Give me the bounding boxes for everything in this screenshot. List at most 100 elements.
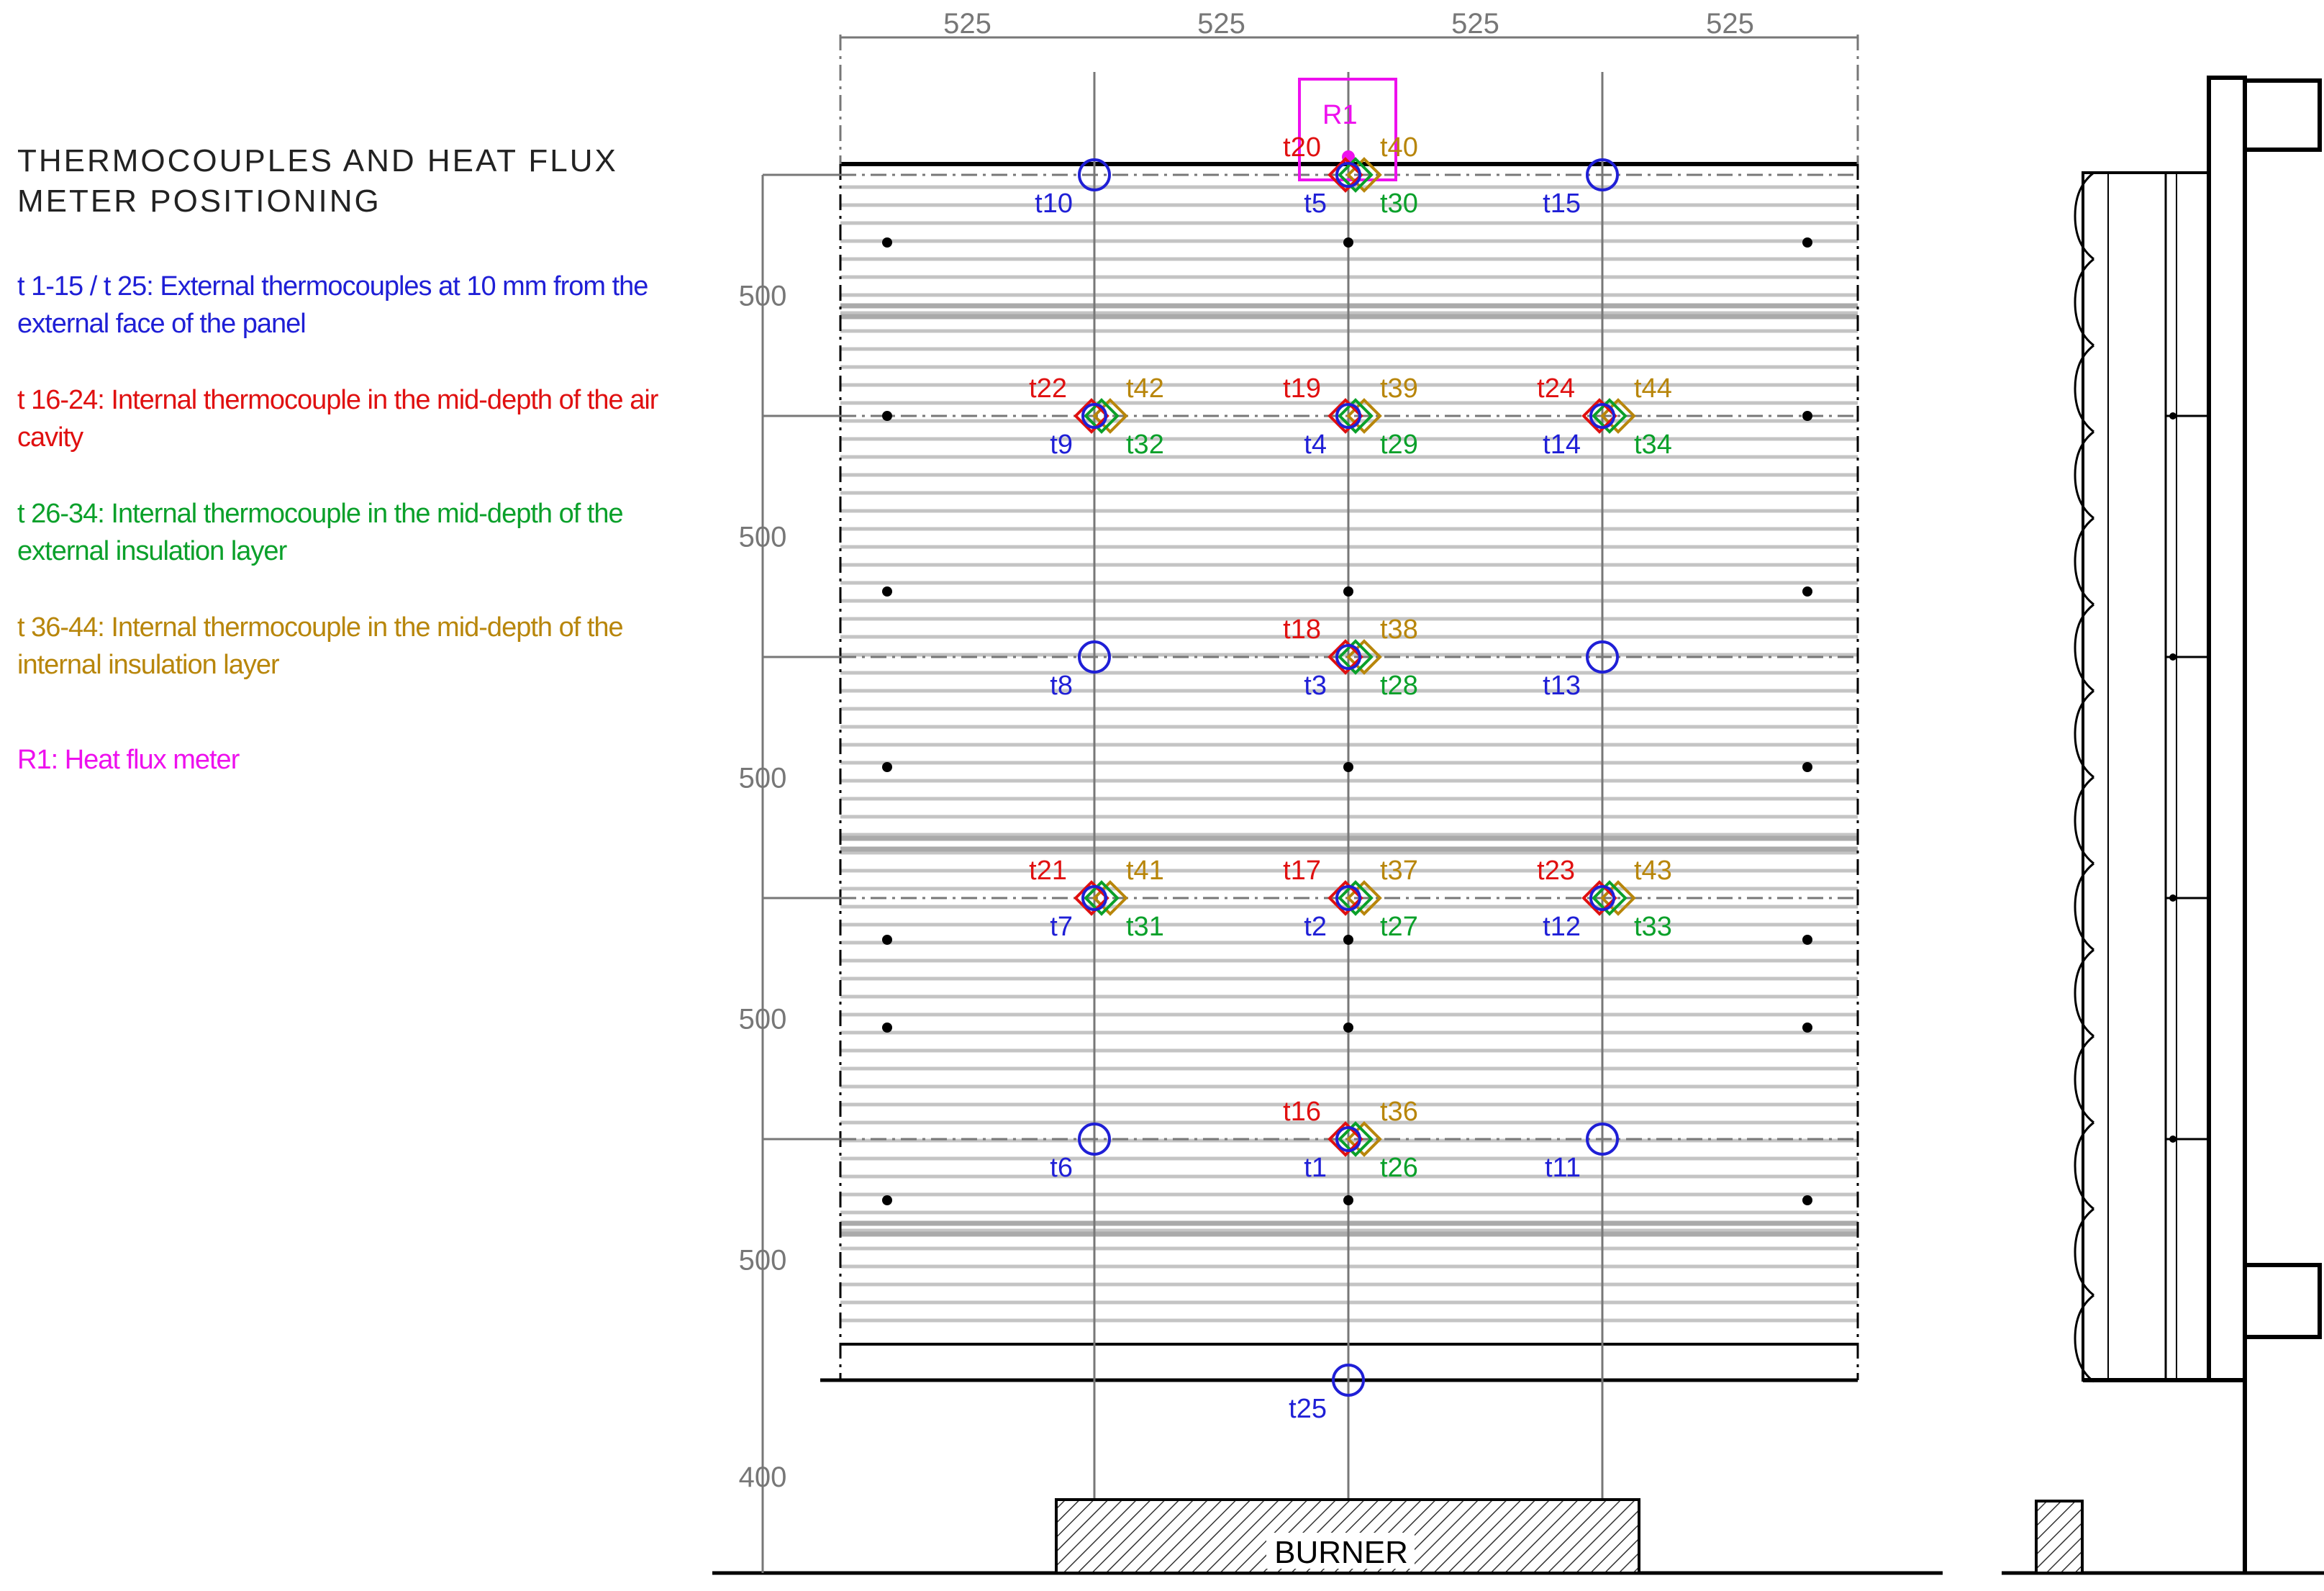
burner: BURNER [1055,1498,1640,1574]
fixing-dot [882,1023,892,1033]
external-insulation-label: t33 [1634,912,1672,942]
external-label: t11 [1545,1153,1581,1183]
heat-flux-meter-box [1298,78,1397,181]
external-thermocouple: t10 [1035,158,1111,219]
external-label: t14 [1543,430,1581,460]
external-insulation-label: t30 [1380,189,1418,219]
air-cavity-label: t16 [1283,1097,1321,1127]
air-cavity-marker [1327,157,1363,193]
internal-insulation-label: t44 [1634,373,1672,404]
air-cavity-label: t24 [1537,373,1575,404]
fixing-dot [1343,935,1353,945]
side-cladding-profile [2074,517,2094,606]
internal-insulation-marker [1346,157,1382,193]
air-cavity-label: t18 [1283,615,1321,645]
external-insulation-label: t32 [1126,430,1164,460]
external-insulation-marker [1592,880,1628,916]
dimension-label-top: 525 [1706,8,1754,40]
side-fixing-dot [2169,412,2177,420]
side-panel-body [2082,171,2210,1382]
panel-fixing-dots [882,237,1812,1205]
external-insulation-marker [1338,398,1374,434]
external-insulation-marker [1338,639,1374,675]
air-cavity-marker [1327,880,1363,916]
external-marker [1081,885,1107,911]
fixing-dot [882,1195,892,1205]
side-beam-top [2243,78,2322,152]
air-cavity-marker [1327,639,1363,675]
fixing-dot [1802,1195,1812,1205]
external-label: t3 [1304,671,1327,701]
external-marker [1335,162,1361,188]
external-label: t13 [1543,671,1581,701]
side-cladding-profile [2074,171,2094,260]
internal-insulation-marker [1600,398,1636,434]
side-cladding-profile [2074,258,2094,347]
side-cladding-profile [2074,862,2094,951]
air-cavity-marker [1074,880,1109,916]
air-cavity-label: t21 [1029,856,1067,886]
external-insulation-label: t34 [1634,430,1672,460]
external-thermocouple: t11 [1545,1123,1619,1183]
air-cavity-label: t17 [1283,856,1321,886]
fixing-dot [1802,411,1812,421]
internal-insulation-marker [1092,398,1128,434]
external-insulation-marker [1592,398,1628,434]
external-insulation-marker [1338,157,1374,193]
external-insulation-label: t26 [1380,1153,1418,1183]
legend-panel: THERMOCOUPLES AND HEAT FLUX METER POSITI… [17,141,679,817]
dimension-label-left: 500 [739,281,787,312]
external-insulation-label: t27 [1380,912,1418,942]
fixing-dot [882,411,892,421]
internal-insulation-label: t43 [1634,856,1672,886]
internal-insulation-label: t38 [1380,615,1418,645]
internal-insulation-label: t39 [1380,373,1418,404]
internal-insulation-marker [1346,880,1382,916]
air-cavity-marker [1581,880,1617,916]
external-label: t12 [1543,912,1581,942]
internal-insulation-marker [1092,880,1128,916]
air-cavity-label: t19 [1283,373,1321,404]
external-label: t4 [1304,430,1327,460]
legend-internal-insulation-thermocouples: t 36-44: Internal thermocouple in the mi… [17,612,624,680]
side-cladding-profile [2074,344,2094,433]
external-marker [1078,640,1111,674]
external-marker [1335,644,1361,670]
external-label: t7 [1050,912,1073,942]
fixing-dot [1343,1023,1353,1033]
external-label: t1 [1304,1153,1327,1183]
external-label: t8 [1050,671,1073,701]
external-label: t6 [1050,1153,1073,1183]
side-beam-bottom [2243,1263,2322,1339]
internal-insulation-marker [1346,1121,1382,1157]
external-marker [1335,885,1361,911]
fixing-dot [1802,762,1812,772]
side-fixing-dot [2169,653,2177,661]
internal-insulation-marker [1346,639,1382,675]
fixing-dot [1802,586,1812,597]
dimension-label-left: 500 [739,763,787,794]
dimension-label-top: 525 [943,8,991,40]
side-cladding-profile [2074,948,2094,1038]
dimension-label-left: 500 [739,1004,787,1035]
external-insulation-marker [1338,1121,1374,1157]
side-wall-column [2207,76,2247,1382]
external-insulation-marker [1338,880,1374,916]
external-label: t25 [1289,1394,1327,1424]
external-marker [1589,885,1615,911]
fixing-dot [1802,1023,1812,1033]
external-marker [1335,403,1361,429]
air-cavity-label: t22 [1029,373,1067,404]
side-fixing-dot [2169,894,2177,902]
legend-heat-flux-meter: R1: Heat flux meter [17,745,240,775]
fixing-dot [1343,1195,1353,1205]
heat-flux-meter: R1 [1298,78,1397,181]
external-label: t5 [1304,189,1327,219]
